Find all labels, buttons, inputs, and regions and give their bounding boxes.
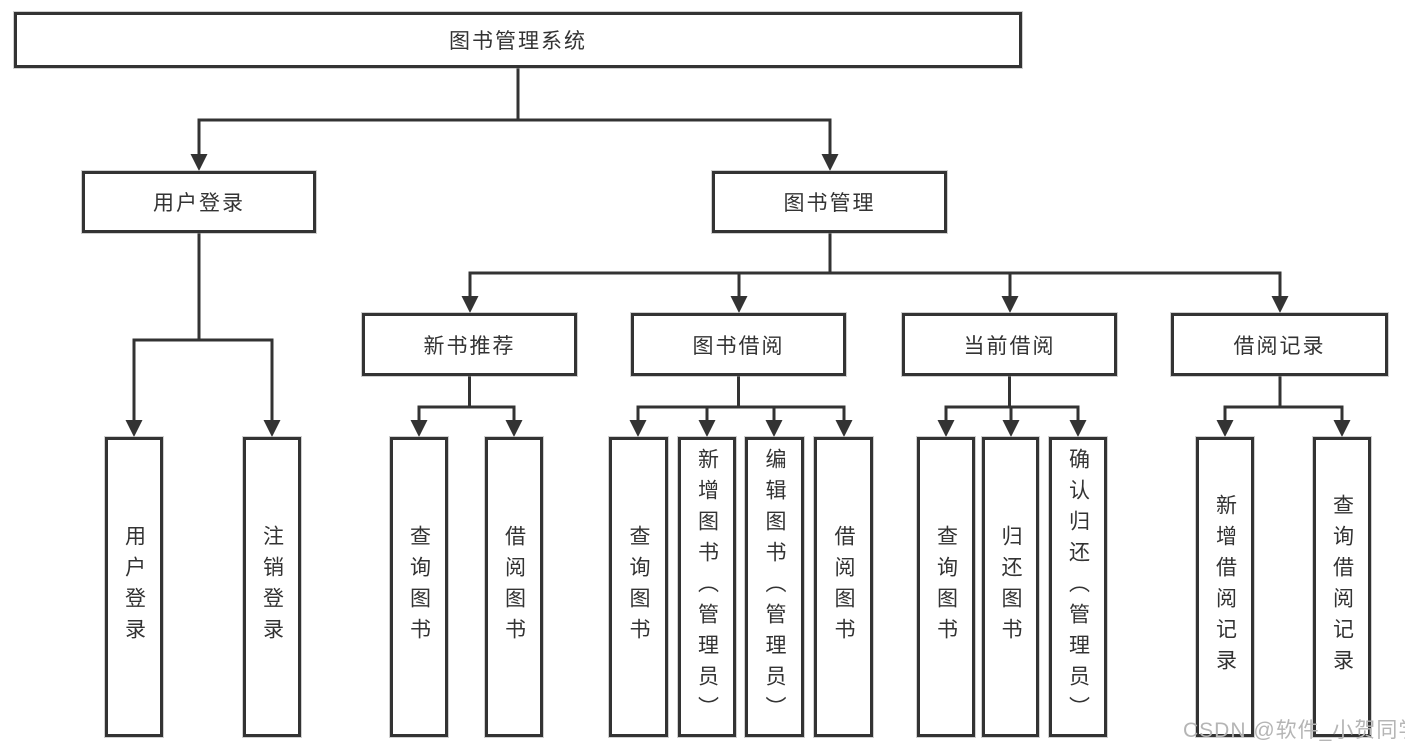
connector-borrowrecord-to-leaves [1223,376,1344,421]
csdn-watermark: CSDN @软件_小贺同学 [1183,719,1405,742]
connector-currentborrow-to-leaves [944,376,1080,421]
node-user-login-label: 用户登录 [153,192,245,215]
leaf-borrow-books: 借阅图书 [814,437,873,737]
connector-bookborrow-to-leaves [636,376,846,421]
leaf-add-borrow-record-label: 新增借阅记录 [1213,494,1237,680]
node-current-borrowing: 当前借阅 [902,313,1117,376]
leaf-query-books-current: 查询图书 [917,437,975,737]
leaf-borrow-books-label: 借阅图书 [832,525,855,649]
node-new-book-recommendation: 新书推荐 [362,313,577,376]
leaf-logout-label: 注销登录 [260,525,284,649]
leaf-add-books-admin-label: 新增图书（管理员） [695,447,719,727]
leaf-query-books-borrow: 查询图书 [609,437,668,737]
leaf-confirm-return-admin-label: 确认归还（管理员） [1066,447,1090,727]
leaf-return-books-label: 归还图书 [999,525,1022,649]
leaf-query-books-recommend: 查询图书 [390,437,448,737]
node-borrowing-records-label: 借阅记录 [1233,334,1326,358]
connector-userlogin-to-leaves [132,233,274,421]
node-current-borrowing-label: 当前借阅 [963,334,1056,358]
node-user-login: 用户登录 [82,171,316,233]
leaf-borrow-books-recommend-label: 借阅图书 [502,525,526,649]
leaf-user-login: 用户登录 [105,437,163,737]
leaf-add-books-admin: 新增图书（管理员） [678,437,736,737]
node-borrowing-records: 借阅记录 [1171,313,1388,376]
leaf-query-borrow-record-label: 查询借阅记录 [1330,494,1354,680]
node-root-library-system: 图书管理系统 [14,12,1022,68]
leaf-logout: 注销登录 [243,437,301,737]
leaf-add-borrow-record: 新增借阅记录 [1196,437,1254,737]
leaf-return-books: 归还图书 [982,437,1039,737]
connector-newbook-to-leaves [417,376,516,421]
leaf-confirm-return-admin: 确认归还（管理员） [1049,437,1107,737]
leaf-query-books-current-label: 查询图书 [934,525,958,649]
leaf-edit-books-admin-label: 编辑图书（管理员） [763,447,786,727]
node-book-borrowing: 图书借阅 [631,313,846,376]
node-book-management-label: 图书管理 [783,192,876,215]
node-new-book-recommendation-label: 新书推荐 [423,334,516,358]
leaf-query-books-recommend-label: 查询图书 [407,525,431,649]
node-book-management: 图书管理 [712,171,947,233]
leaf-query-borrow-record: 查询借阅记录 [1313,437,1371,737]
connector-bookmgmt-to-level3 [468,233,1282,297]
node-book-borrowing-label: 图书借阅 [692,334,785,358]
leaf-edit-books-admin: 编辑图书（管理员） [745,437,804,737]
leaf-borrow-books-recommend: 借阅图书 [485,437,543,737]
connector-root-to-level2 [197,68,832,156]
node-root-label: 图书管理系统 [449,30,587,53]
leaf-query-books-borrow-label: 查询图书 [627,525,650,649]
leaf-user-login-label: 用户登录 [122,525,146,649]
arrowheads [125,154,1351,437]
